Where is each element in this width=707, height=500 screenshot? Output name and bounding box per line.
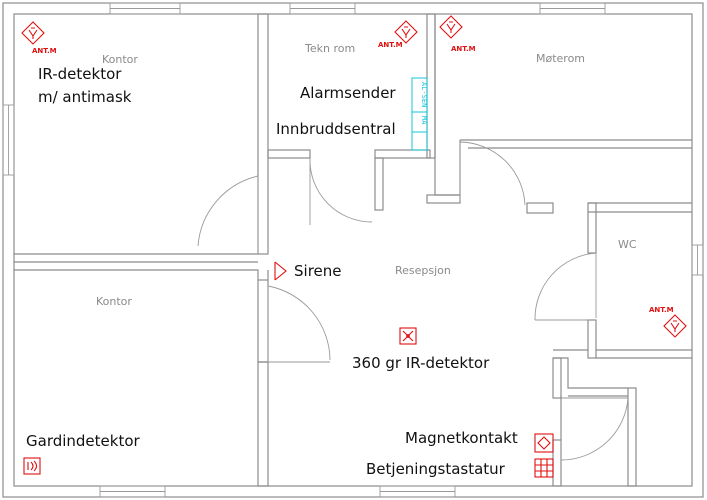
ir360-label: 360 gr IR-detektor xyxy=(352,354,490,372)
sirene-label: Sirene xyxy=(294,262,342,280)
room-label-kontor-top: Kontor xyxy=(102,53,138,66)
ir-antimask-detector-icon xyxy=(439,15,463,39)
doors xyxy=(197,141,629,461)
alarmsender-label: Alarmsender xyxy=(300,84,396,102)
siren-icon xyxy=(274,261,287,281)
room-label-resepsjon: Resepsjon xyxy=(395,264,451,277)
al-sen-text: AL-SEN xyxy=(420,82,428,107)
ir-detektor-label: IR-detektor xyxy=(38,65,122,83)
keypad-icon xyxy=(534,458,554,478)
ant-tag-moterom: ANT.M xyxy=(451,45,476,53)
ma-text: MA xyxy=(420,116,428,125)
magnet-contact-icon xyxy=(534,433,554,453)
ant-tag-wc: ANT.M xyxy=(649,306,674,314)
gardindetektor-label: Gardindetektor xyxy=(26,432,141,450)
room-label-wc: WC xyxy=(618,238,637,251)
innbruddsentral-label: Innbruddsentral xyxy=(276,120,396,138)
ant-tag-kontor: ANT.M xyxy=(32,47,57,55)
magnetkontakt-label: Magnetkontakt xyxy=(405,429,518,447)
room-label-moterom: Møterom xyxy=(536,52,585,65)
curtain-detector-icon xyxy=(23,457,41,475)
ant-tag-tekn: ANT.M xyxy=(378,41,403,49)
antimask-label: m/ antimask xyxy=(38,88,132,106)
room-label-tekn-rom: Tekn rom xyxy=(304,42,355,55)
room-label-kontor-bottom: Kontor xyxy=(96,295,132,308)
ir360-detector-icon xyxy=(399,327,417,345)
ir-antimask-detector-icon xyxy=(21,21,45,45)
alarm-panel: AL-SEN MA xyxy=(411,77,428,151)
ir-antimask-detector-icon xyxy=(394,20,418,44)
ir-antimask-detector-icon xyxy=(663,314,687,338)
betjeningstastatur-label: Betjeningstastatur xyxy=(366,460,506,478)
